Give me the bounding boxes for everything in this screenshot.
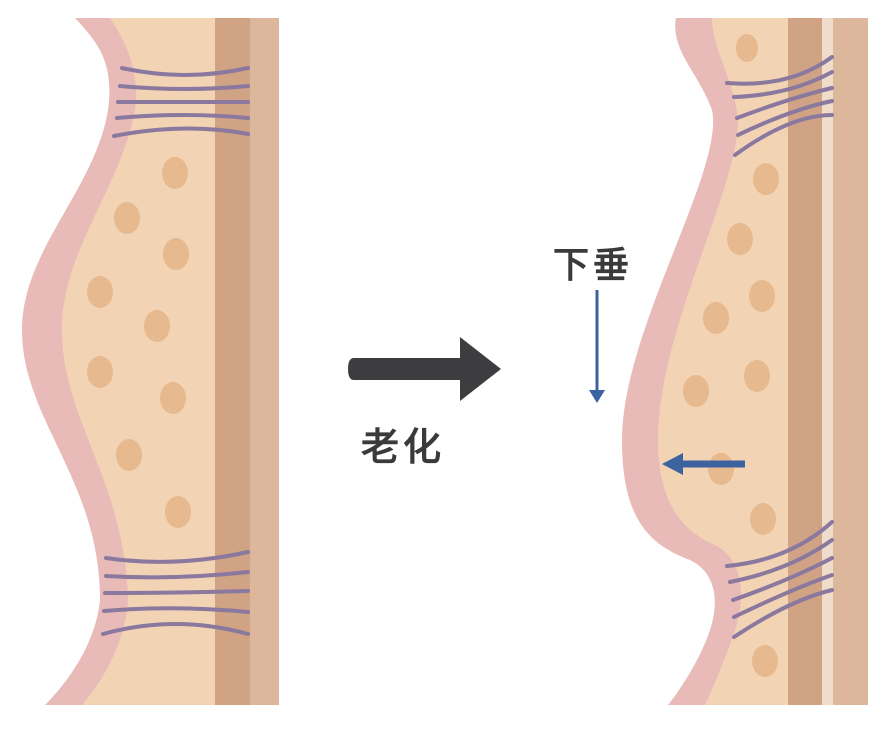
fat-layer (658, 18, 788, 705)
aging-label: 老化 (361, 425, 446, 469)
fat-cells (683, 34, 779, 677)
inward-arrow (662, 453, 745, 475)
ligaments-bottom (101, 550, 250, 636)
sagging-down-arrow (589, 290, 605, 403)
aged-skin-cross-section (622, 18, 868, 705)
muscle-layer-outer (245, 18, 279, 705)
young-skin-cross-section (22, 18, 279, 705)
muscle-layer-outer (832, 18, 868, 705)
sagging-label: 下垂 (553, 245, 634, 286)
fat-cells (87, 157, 191, 528)
ligaments-bottom (725, 520, 834, 639)
stripe-layer (822, 18, 833, 705)
ligaments-top (112, 66, 250, 138)
aging-arrow (348, 337, 501, 401)
muscle-layer (215, 18, 250, 705)
ligaments-top (725, 55, 834, 157)
fat-layer (62, 18, 215, 705)
